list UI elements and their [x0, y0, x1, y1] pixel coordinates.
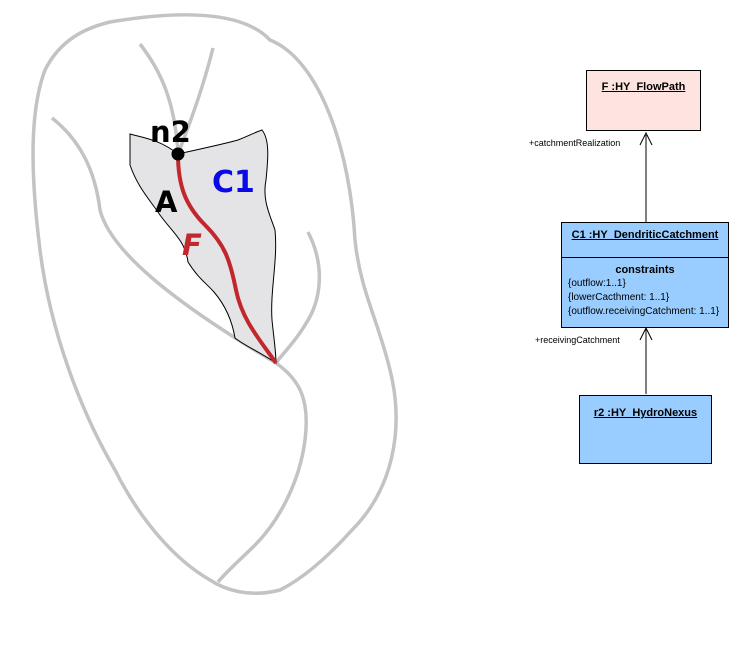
- role-catchment-realization: +catchmentRealization: [529, 138, 621, 148]
- outer-boundary-outline: [31, 13, 398, 595]
- role-receiving-catchment: +receivingCatchment: [535, 335, 620, 345]
- receiving-arrowhead: [639, 326, 653, 341]
- flowpath-f-label: F: [182, 228, 202, 262]
- tributary-right-stream: [274, 231, 322, 365]
- area-a-label: A: [155, 185, 178, 219]
- flowpath-class-title: F :HY_FlowPath: [601, 81, 686, 93]
- nexus-class-box: r2 :HY_HydroNexus: [579, 395, 712, 464]
- tributary-top-left-stream: [138, 42, 180, 155]
- tributary-top-right-stream: [176, 47, 215, 155]
- catchment-class-box: C1 :HY_DendriticCatchment constraints {o…: [561, 222, 729, 328]
- nexus-class-title: r2 :HY_HydroNexus: [593, 407, 698, 419]
- tributary-left-stream: [50, 116, 277, 365]
- catchment-c1-label: C1: [212, 165, 255, 200]
- main-stem-stream: [216, 361, 308, 584]
- constraints-list: {outflow:1..1} {lowerCacthment: 1..1} {o…: [562, 277, 728, 319]
- constraints-heading: constraints: [615, 264, 675, 276]
- constraint-item: {lowerCacthment: 1..1}: [568, 292, 670, 303]
- constraint-item: {outflow.receivingCatchment: 1..1}: [568, 306, 720, 317]
- flowpath-class-box: F :HY_FlowPath: [586, 70, 701, 131]
- node-n2-point: [171, 147, 185, 161]
- flowpath-f-line: [176, 153, 278, 365]
- catchment-class-title: C1 :HY_DendriticCatchment: [562, 223, 728, 258]
- node-n2-label: n2: [150, 115, 191, 149]
- constraint-item: {outflow:1..1}: [568, 278, 626, 289]
- realization-arrowhead: [639, 131, 653, 146]
